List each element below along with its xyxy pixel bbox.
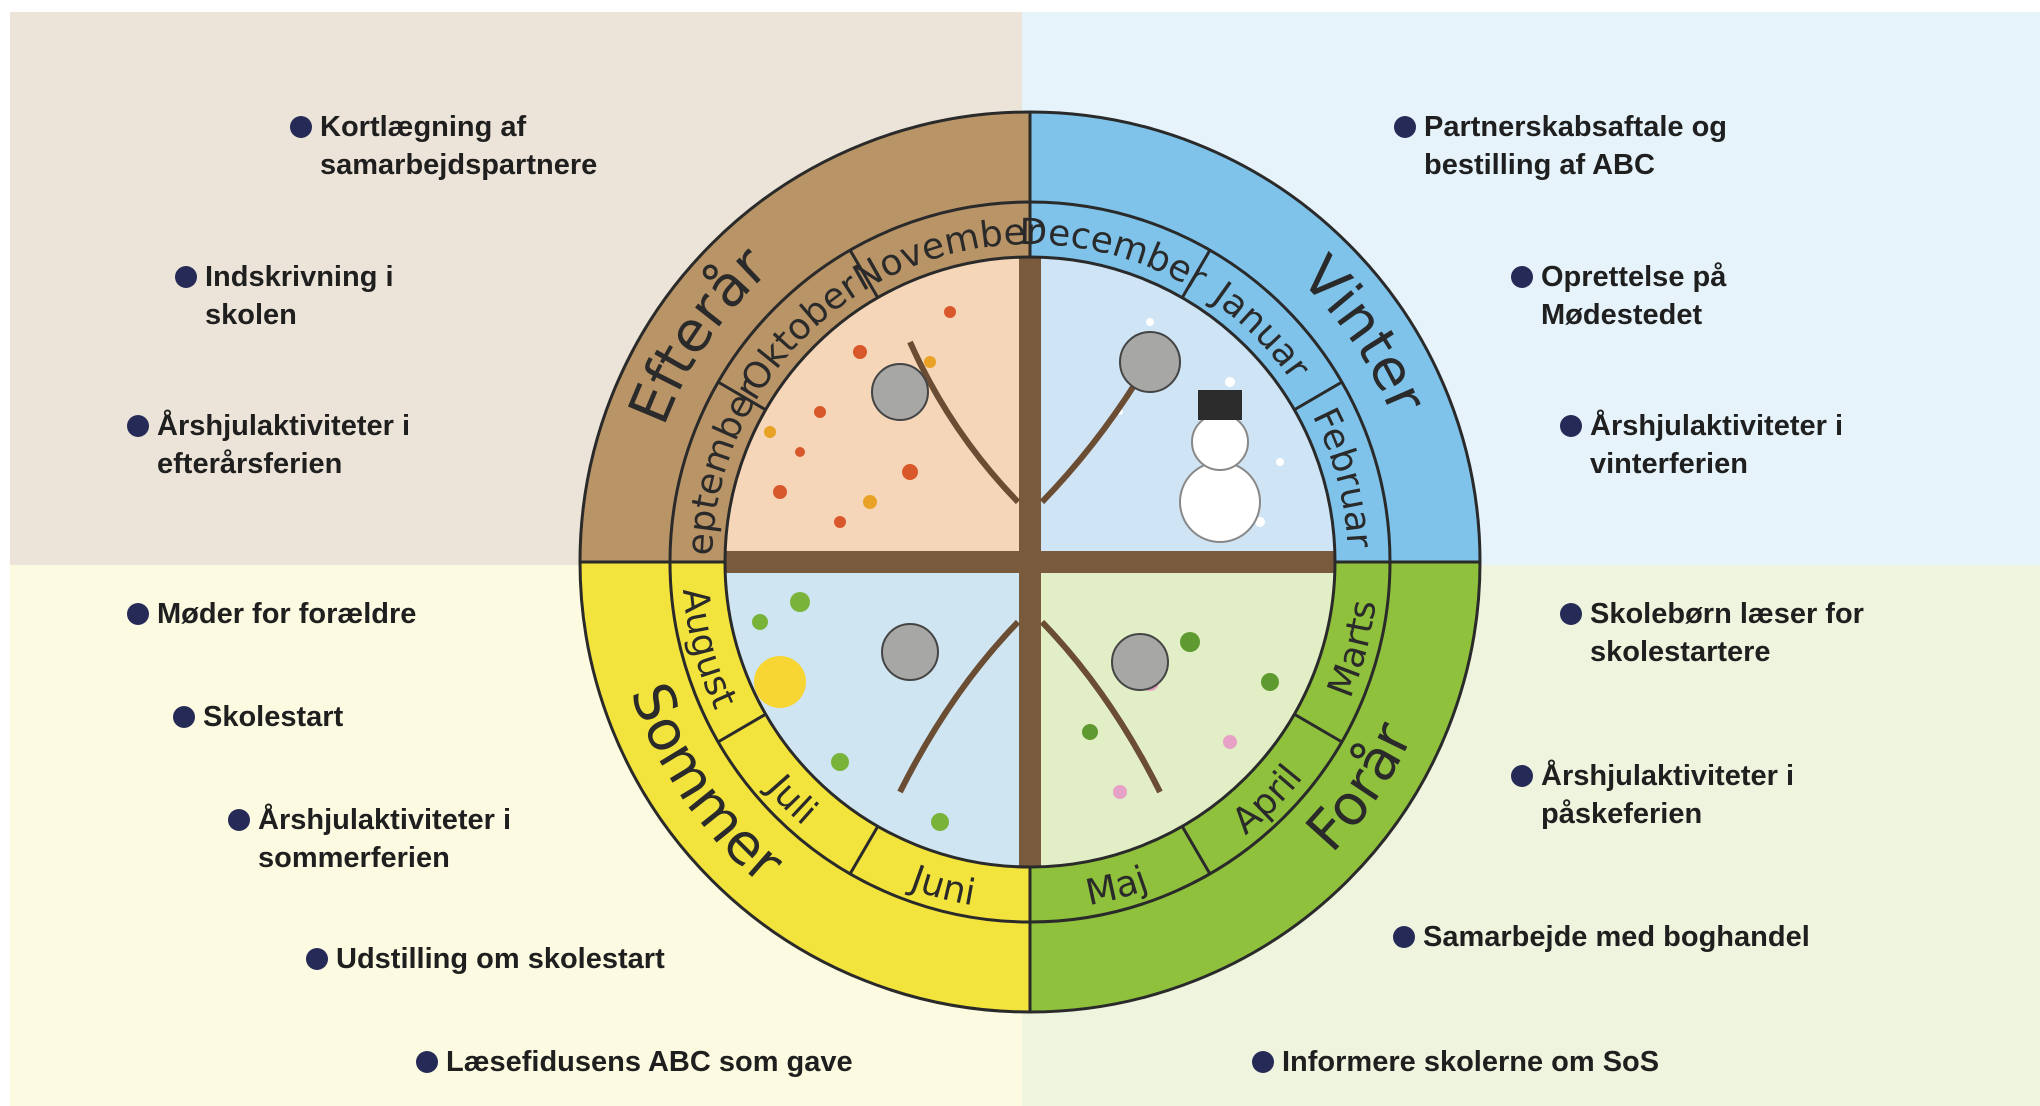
bullet-icon	[127, 415, 149, 437]
activity-line: Samarbejde med boghandel	[1423, 921, 1810, 953]
bullet-icon	[1394, 116, 1416, 138]
activity-line: Møder for forældre	[157, 598, 417, 630]
activity-line: Skolebørn læser for	[1590, 598, 1864, 630]
activity-line: Årshjulaktiviteter i	[1590, 410, 1844, 442]
activity-item: Partnerskabsaftale og bestilling af ABC	[1394, 108, 1727, 184]
activity-item: Skolestart	[173, 698, 343, 736]
activity-line: samarbejdspartnere	[320, 149, 598, 181]
activity-line: Årshjulaktiviteter i	[157, 410, 411, 442]
bullet-icon	[290, 116, 312, 138]
activity-item: Skolebørn læser for skolestartere	[1560, 595, 1864, 671]
activity-item: Årshjulaktiviteter i vinterferien	[1560, 407, 1843, 483]
activity-line: Informere skolerne om SoS	[1282, 1046, 1660, 1078]
activity-line: vinterferien	[1590, 448, 1748, 480]
activity-line: Kortlægning af	[320, 111, 527, 143]
activity-line: Oprettelse på	[1541, 261, 1727, 293]
activity-item: Informere skolerne om SoS	[1252, 1043, 1659, 1081]
activity-line: skolen	[205, 299, 297, 331]
year-wheel: Efterår Vinter Forår Sommer September Ok…	[578, 110, 1482, 1014]
bullet-icon	[1511, 765, 1533, 787]
bullet-icon	[1560, 603, 1582, 625]
bullet-icon	[1511, 266, 1533, 288]
activity-item: Kortlægning af samarbejdspartnere	[290, 108, 597, 184]
bullet-icon	[127, 603, 149, 625]
activity-line: Partnerskabsaftale og	[1424, 111, 1728, 143]
bullet-icon	[1560, 415, 1582, 437]
activity-item: Årshjulaktiviteter i efterårsferien	[127, 407, 410, 483]
activity-item: Årshjulaktiviteter i påskeferien	[1511, 757, 1794, 833]
activity-item: Møder for forældre	[127, 595, 416, 633]
bullet-icon	[1393, 926, 1415, 948]
activity-line: Årshjulaktiviteter i	[1541, 760, 1795, 792]
seasons-illustration	[723, 255, 1337, 869]
activity-line: efterårsferien	[157, 448, 343, 480]
bullet-icon	[416, 1051, 438, 1073]
activity-line: påskeferien	[1541, 798, 1703, 830]
activity-item: Udstilling om skolestart	[306, 940, 665, 978]
activity-item: Årshjulaktiviteter i sommerferien	[228, 801, 511, 877]
activity-line: Indskrivning i	[205, 261, 394, 293]
activity-line: sommerferien	[258, 842, 450, 874]
activity-line: skolestartere	[1590, 636, 1771, 668]
bullet-icon	[306, 948, 328, 970]
activity-item: Læsefidusens ABC som gave	[416, 1043, 853, 1081]
activity-line: Mødestedet	[1541, 299, 1703, 331]
bullet-icon	[228, 809, 250, 831]
bullet-icon	[1252, 1051, 1274, 1073]
activity-item: Oprettelse på Mødestedet	[1511, 258, 1726, 334]
activity-line: Læsefidusens ABC som gave	[446, 1046, 853, 1078]
activity-line: Skolestart	[203, 701, 344, 733]
bullet-icon	[173, 706, 195, 728]
activity-item: Indskrivning i skolen	[175, 258, 394, 334]
activity-line: Årshjulaktiviteter i	[258, 804, 512, 836]
activity-item: Samarbejde med boghandel	[1393, 918, 1810, 956]
activity-line: bestilling af ABC	[1424, 149, 1655, 181]
activity-line: Udstilling om skolestart	[336, 943, 665, 975]
bullet-icon	[175, 266, 197, 288]
